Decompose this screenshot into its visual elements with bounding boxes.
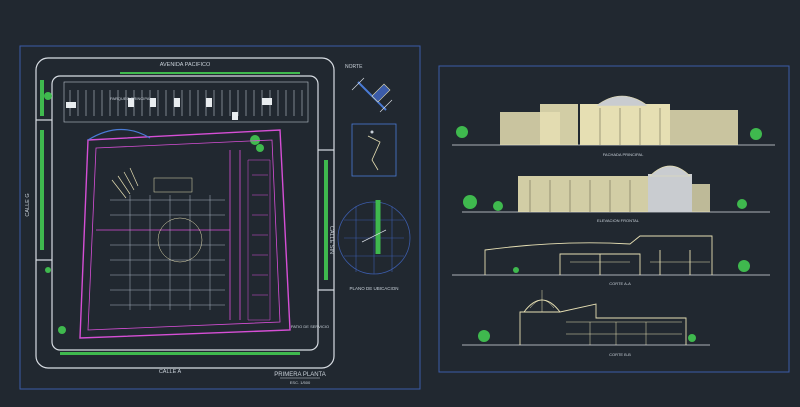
entrance-fan	[111, 167, 139, 199]
elevation-1: FACHADA PRINCIPAL	[452, 95, 775, 157]
section-b: CORTE B-B	[462, 290, 710, 357]
location-detail: PLANO DE UBICACION	[337, 200, 411, 291]
section-b-caption: CORTE B-B	[609, 352, 631, 357]
street-top-label: AVENIDA PACIFICO	[160, 62, 211, 68]
street-left-label: CALLE G	[25, 193, 31, 216]
section-a-caption: CORTE A-A	[609, 281, 631, 286]
detail-label: PLANO DE UBICACION	[349, 286, 398, 291]
site-plan: AVENIDA PACIFICO CALLE G CALLE SIN CALLE…	[25, 57, 411, 385]
elevations-frame	[438, 65, 790, 373]
elevation-2: ELEVACION FRONTAL	[462, 165, 770, 223]
north-arrow-icon: NORTE	[345, 64, 393, 113]
elevation-1-caption: FACHADA PRINCIPAL	[603, 152, 644, 157]
street-bottom-label: CALLE A	[159, 369, 182, 375]
tree-strips	[40, 72, 328, 355]
key-plan	[351, 123, 397, 177]
elevation-2-caption: ELEVACION FRONTAL	[597, 218, 640, 223]
perimeter-road	[35, 57, 335, 369]
parking-label: PARQUEO PRINCIPAL	[110, 96, 152, 101]
site-plan-frame	[19, 45, 421, 390]
service-label: PATIO DE SERVICIO	[291, 324, 329, 329]
north-label: NORTE	[345, 64, 363, 70]
plan-scale: ESC. 1/500	[290, 380, 311, 385]
section-a: CORTE A-A	[452, 235, 770, 286]
interior-layout	[110, 159, 271, 321]
plan-title: PRIMERA PLANTA	[274, 372, 326, 378]
street-right-label: CALLE SIN	[328, 226, 334, 254]
parked-cars	[66, 98, 272, 120]
building-footprint	[79, 128, 291, 339]
elevations: FACHADA PRINCIPAL ELEVACION FRONTAL CORT…	[452, 95, 775, 357]
